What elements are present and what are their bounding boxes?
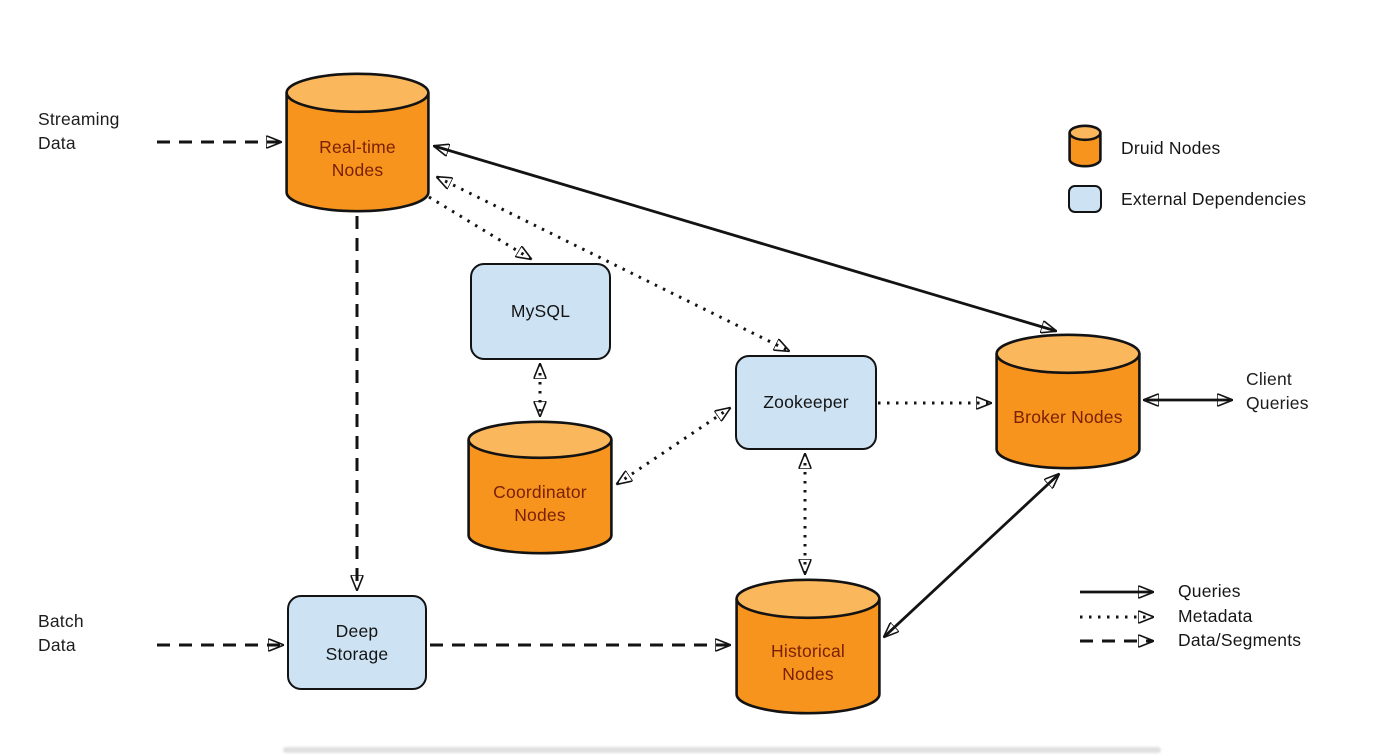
label-line: Real-time xyxy=(319,137,396,158)
cylinder-icon xyxy=(285,72,430,218)
node-broker-label: Broker Nodes xyxy=(995,374,1141,462)
label-line: Deep xyxy=(335,620,379,641)
label-line: Data xyxy=(38,132,76,153)
node-historical: Historical Nodes xyxy=(735,578,881,715)
node-type-legend: Druid Nodes External Dependencies xyxy=(1068,124,1306,213)
label-line: MySQL xyxy=(510,301,571,321)
legend-label-queries: Queries xyxy=(1178,581,1241,601)
legend-item-druid-nodes: Druid Nodes xyxy=(1068,124,1306,173)
cylinder-icon xyxy=(995,333,1141,475)
node-deep-storage: Deep Storage xyxy=(287,595,427,690)
label-line: Data xyxy=(38,634,76,655)
cylinder-icon xyxy=(1068,124,1102,173)
rect-icon xyxy=(1068,185,1102,213)
node-realtime-label: Real-time Nodes xyxy=(285,114,430,204)
edge-historical-broker-queries xyxy=(884,474,1059,637)
streaming-data-label: Streaming Data xyxy=(38,108,120,155)
edge-coordinator-zookeeper-metadata xyxy=(617,408,730,484)
legend-label: Druid Nodes xyxy=(1121,138,1221,158)
cropped-caption-remnant xyxy=(283,747,1161,753)
node-zookeeper: Zookeeper xyxy=(735,355,877,450)
legend-label-data-segments: Data/Segments xyxy=(1178,630,1302,650)
label-line: Nodes xyxy=(331,160,384,181)
label-line: Historical xyxy=(771,640,845,661)
edge-realtime-zookeeper-metadata xyxy=(437,177,789,351)
label-line: Storage xyxy=(325,643,389,664)
label-line: Nodes xyxy=(514,504,566,525)
cylinder-icon xyxy=(735,578,881,720)
legend-label: External Dependencies xyxy=(1121,188,1307,209)
legend-label-metadata: Metadata xyxy=(1178,606,1253,626)
legend-item-external-dependencies: External Dependencies xyxy=(1068,185,1306,213)
label-line: Broker Nodes xyxy=(1013,407,1123,428)
batch-data-label: Batch Data xyxy=(38,610,84,657)
label-line: Nodes xyxy=(782,663,834,684)
node-realtime: Real-time Nodes xyxy=(285,72,430,213)
label-line: Zookeeper xyxy=(763,392,849,412)
node-coordinator: Coordinator Nodes xyxy=(467,420,613,555)
label-line: Queries xyxy=(1246,392,1309,413)
label-line: Streaming xyxy=(38,109,120,129)
node-coordinator-label: Coordinator Nodes xyxy=(467,461,613,547)
cylinder-icon xyxy=(467,420,613,560)
client-queries-label: Client Queries xyxy=(1246,368,1309,415)
node-mysql: MySQL xyxy=(470,263,611,360)
label-line: Coordinator xyxy=(493,481,587,502)
label-line: Client xyxy=(1246,369,1292,389)
node-broker: Broker Nodes xyxy=(995,333,1141,470)
edge-realtime-to-mysql-metadata xyxy=(428,195,531,259)
node-historical-label: Historical Nodes xyxy=(735,619,881,707)
label-line: Batch xyxy=(38,611,84,631)
